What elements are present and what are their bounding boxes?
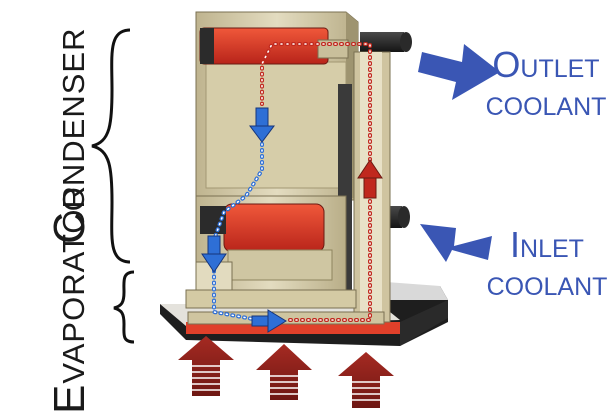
liquid-right-arrow-base [251, 309, 287, 333]
liquid-down-arrow-upper [249, 107, 275, 143]
evaporator-brace [113, 270, 135, 344]
heat-arrow-icon-right [338, 352, 394, 408]
inlet-label-line2: coolant [486, 261, 608, 303]
outlet-arrow-icon [418, 44, 500, 100]
condenser-brace [91, 28, 131, 264]
outlet-coolant-label: Outlet coolant [480, 46, 612, 122]
condenser-block [195, 11, 359, 201]
outlet-fitting [360, 32, 412, 52]
heat-arrow-icon-center [256, 344, 312, 400]
inlet-arrow-icon [420, 224, 492, 262]
outlet-label-line1: Outlet [492, 44, 600, 85]
vapor-flow-path-inner [261, 43, 371, 321]
liquid-flow-path-inner [213, 137, 271, 323]
evaporator-block [185, 195, 385, 325]
liquid-down-arrow-lower [201, 235, 227, 273]
vapor-up-arrow-riser [357, 159, 383, 199]
inlet-label-line1: Inlet [510, 224, 584, 265]
heat-arrow-icon-left [178, 336, 234, 396]
outlet-label-line2: coolant [485, 81, 607, 123]
evaporator-label: Evaporator [45, 185, 94, 414]
inlet-coolant-label: Inlet coolant [482, 226, 612, 302]
